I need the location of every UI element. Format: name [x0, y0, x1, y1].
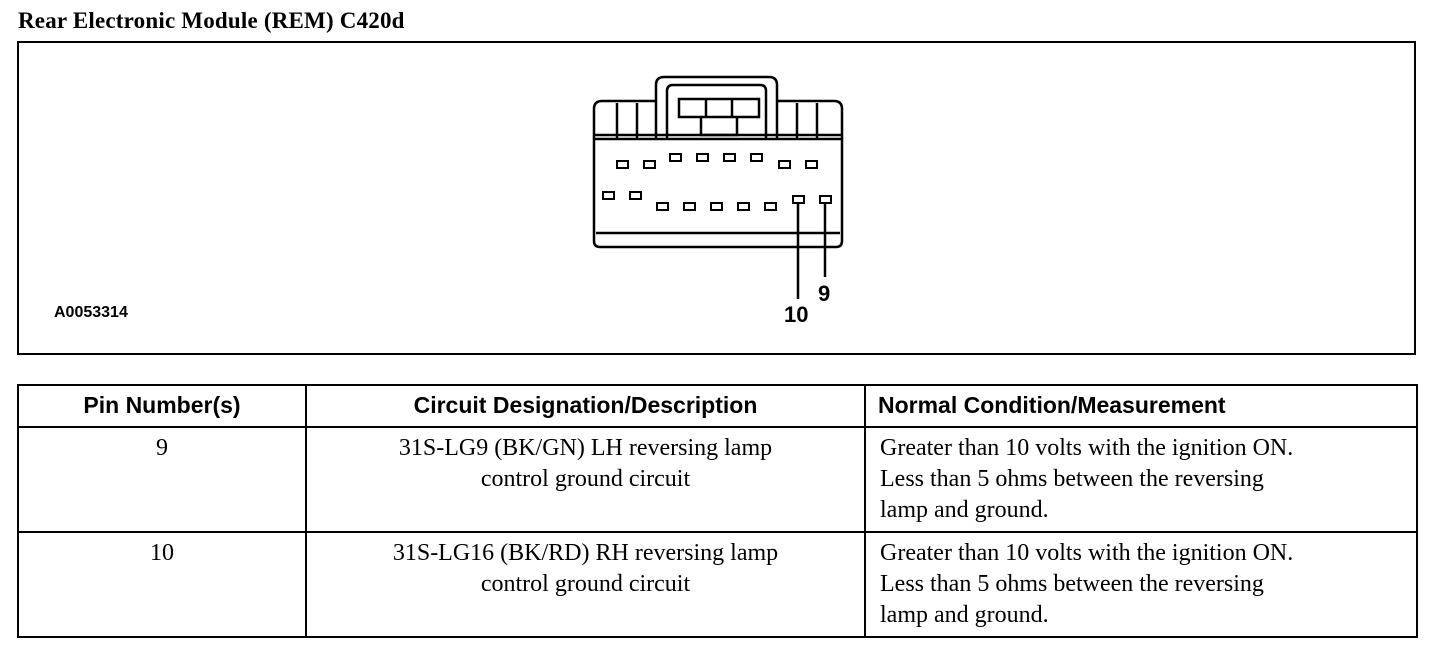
table-row: 10 31S-LG16 (BK/RD) RH reversing lamp co…	[17, 531, 1418, 638]
description-line: 31S-LG16 (BK/RD) RH reversing lamp	[392, 540, 779, 566]
header-circuit-description: Circuit Designation/Description	[305, 384, 866, 428]
normal-condition-cell: Greater than 10 volts with the ignition …	[864, 531, 1418, 638]
condition-line: lamp and ground.	[880, 602, 1049, 628]
latch-housing-inner	[665, 83, 768, 139]
condition-line: Greater than 10 volts with the ignition …	[880, 540, 1294, 566]
description-line: 31S-LG9 (BK/GN) LH reversing lamp	[398, 435, 773, 461]
table-row: 9 31S-LG9 (BK/GN) LH reversing lamp cont…	[17, 426, 1418, 533]
header-normal-condition: Normal Condition/Measurement	[864, 384, 1418, 428]
right-shoulder	[777, 99, 844, 139]
figure-id: A0053314	[54, 304, 128, 321]
condition-line: Less than 5 ohms between the reversing	[880, 466, 1264, 492]
pin-table: Pin Number(s) Circuit Designation/Descri…	[17, 384, 1418, 638]
pin-10-callout: 10	[784, 302, 809, 327]
page-title: Rear Electronic Module (REM) C420d	[18, 8, 405, 33]
connector-body	[592, 137, 844, 249]
latch-tab	[699, 117, 739, 137]
pin-10-cavity	[792, 195, 805, 204]
pin-9-cavity	[819, 195, 832, 204]
normal-condition-cell: Greater than 10 volts with the ignition …	[864, 426, 1418, 533]
description-line: control ground circuit	[480, 466, 691, 492]
pin-9-callout: 9	[818, 281, 831, 306]
condition-line: lamp and ground.	[880, 497, 1049, 523]
circuit-description-cell: 31S-LG9 (BK/GN) LH reversing lamp contro…	[305, 426, 866, 533]
condition-line: Less than 5 ohms between the reversing	[880, 571, 1264, 597]
condition-line: Greater than 10 volts with the ignition …	[880, 435, 1294, 461]
connector-diagram: 9 10 A0053314	[17, 41, 1416, 355]
pin-cavities	[602, 153, 832, 211]
header-pin-numbers: Pin Number(s)	[17, 384, 307, 428]
latch-housing	[654, 75, 779, 139]
pin-number-cell: 10	[17, 531, 307, 638]
description-line: control ground circuit	[480, 571, 691, 597]
pin-number-cell: 9	[17, 426, 307, 533]
latch-window	[677, 97, 761, 119]
left-shoulder	[592, 99, 656, 139]
table-header-row: Pin Number(s) Circuit Designation/Descri…	[17, 384, 1418, 428]
connector-face-drawing	[592, 75, 844, 299]
circuit-description-cell: 31S-LG16 (BK/RD) RH reversing lamp contr…	[305, 531, 866, 638]
